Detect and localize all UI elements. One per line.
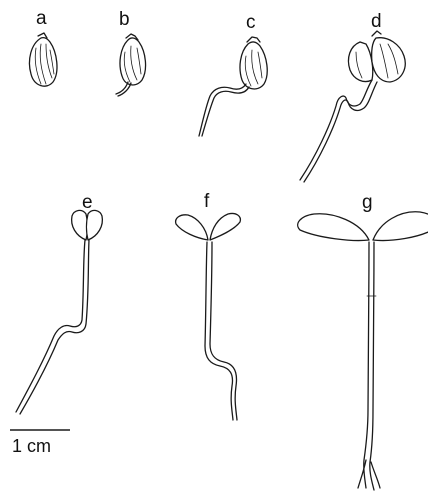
seedling-d: [300, 31, 405, 182]
panel-label-b: b: [119, 9, 130, 30]
panel-c: c: [199, 12, 267, 136]
panel-d: d: [300, 11, 405, 182]
panel-e: e: [16, 192, 102, 414]
seed-a: [29, 33, 57, 86]
panel-g: g: [298, 192, 428, 490]
panel-b: b: [116, 9, 146, 96]
panel-a: a: [29, 8, 57, 86]
panel-label-c: c: [246, 12, 256, 33]
seedling-f: [176, 213, 241, 420]
seedling-g: [298, 212, 428, 490]
panel-label-f: f: [204, 191, 210, 212]
scale-bar: 1 cm: [10, 430, 70, 456]
seed-b: [116, 34, 146, 96]
panel-label-g: g: [362, 192, 373, 213]
panel-f: f: [176, 191, 241, 420]
panel-label-a: a: [36, 8, 47, 29]
seedling-c: [199, 37, 267, 136]
panel-label-d: d: [371, 11, 382, 32]
panel-label-e: e: [82, 192, 93, 213]
scale-bar-label: 1 cm: [12, 436, 51, 456]
seedling-e: [16, 210, 102, 414]
